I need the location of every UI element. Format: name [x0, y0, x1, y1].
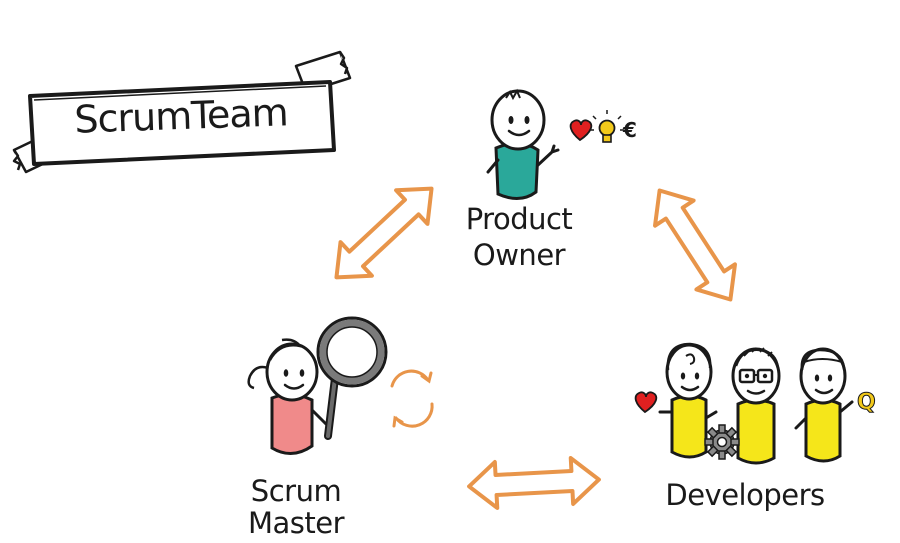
product-owner-body — [494, 142, 540, 200]
scrum-master-label-line2: Master — [247, 506, 345, 540]
arrow-sm-dev — [467, 456, 601, 510]
dev-heart-icon — [634, 391, 658, 414]
arrow-po-dev — [653, 188, 737, 302]
quality-icon: Q — [857, 390, 877, 416]
banner-frame — [28, 80, 336, 166]
arrow-sm-po — [334, 186, 434, 280]
developer-1-figure — [658, 342, 718, 459]
product-owner-label-line1: Product — [465, 202, 573, 236]
scrum-master-label-line1: Scrum — [250, 474, 342, 508]
product-owner-figure — [486, 88, 560, 200]
developer-3-figure — [794, 347, 854, 463]
developers-label: Developers — [665, 478, 825, 512]
magnifier-icon — [316, 316, 388, 440]
cycle-icon — [390, 369, 434, 428]
gear-icon — [704, 424, 740, 460]
product-owner-head — [490, 89, 546, 151]
scrum-master-head — [265, 342, 319, 402]
scrum-master-figure — [247, 338, 328, 455]
product-owner-label-line2: Owner — [472, 238, 566, 272]
lightbulb-icon — [590, 110, 624, 143]
euro-icon: € — [623, 118, 637, 142]
heart-icon — [569, 119, 593, 142]
scrum-master-body — [270, 393, 314, 455]
title-banner — [12, 50, 352, 174]
developer-2-figure — [731, 347, 781, 465]
page-title: ScrumTeam — [73, 90, 289, 142]
